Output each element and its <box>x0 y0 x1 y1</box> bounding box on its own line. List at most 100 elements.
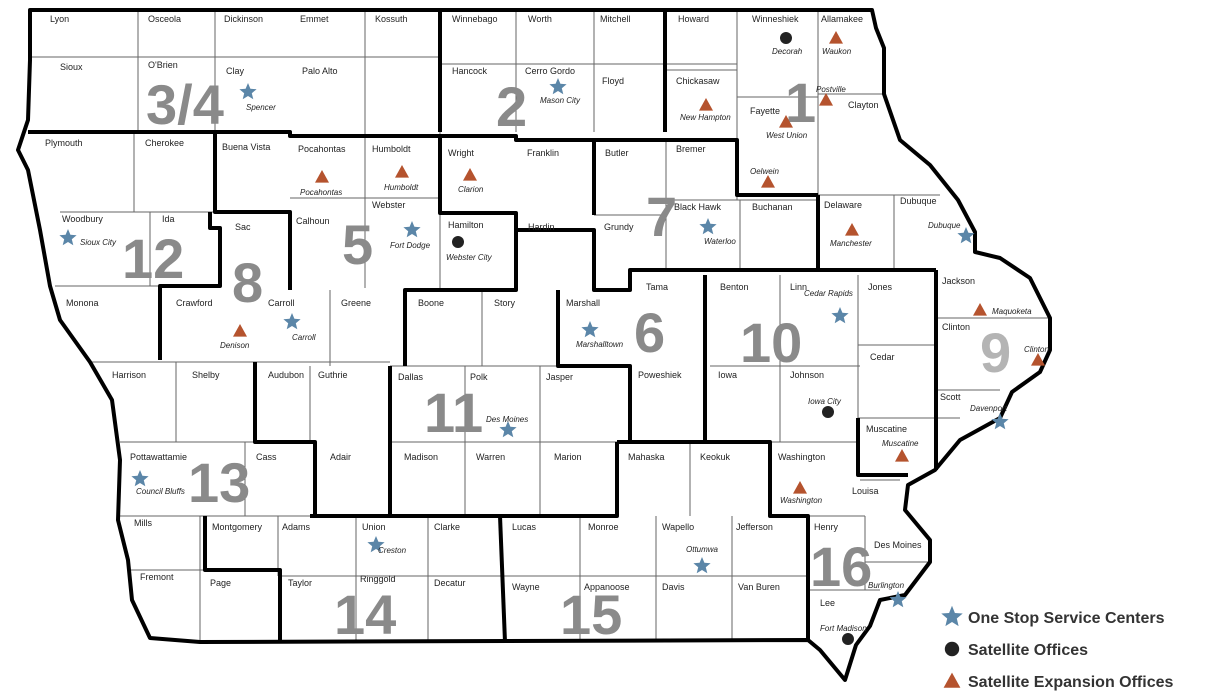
county-label: Louisa <box>852 486 879 496</box>
city-label: Humboldt <box>384 183 419 192</box>
county-label: Lyon <box>50 14 69 24</box>
city-label: Fort Dodge <box>390 241 431 250</box>
triangle-icon <box>943 672 961 688</box>
county-label: Iowa <box>718 370 737 380</box>
county-label: Franklin <box>527 148 559 158</box>
county-label: Hardin <box>528 222 555 232</box>
county-label: Crawford <box>176 298 213 308</box>
county-label: Jackson <box>942 276 975 286</box>
legend-label: Satellite Expansion Offices <box>968 674 1174 691</box>
legend-item: Satellite Offices <box>944 641 1088 659</box>
county-label: Page <box>210 578 231 588</box>
county-label: Pocahontas <box>298 144 346 154</box>
county-label: Palo Alto <box>302 66 338 76</box>
city-label: Marshalltown <box>576 340 624 349</box>
star-icon <box>549 78 567 95</box>
county-label: Dallas <box>398 372 424 382</box>
circle-icon <box>822 406 834 418</box>
county-label: Mitchell <box>600 14 631 24</box>
city-label: Manchester <box>830 239 872 248</box>
city-marker: Creston <box>367 536 407 555</box>
county-label: Monroe <box>588 522 619 532</box>
star-icon <box>699 218 717 235</box>
region-boundaries <box>16 8 1052 682</box>
county-labels: Lyon Osceola Dickinson Emmet Kossuth Win… <box>45 14 975 608</box>
county-label: Fayette <box>750 106 780 116</box>
city-label: West Union <box>766 131 808 140</box>
county-label: Decatur <box>434 578 466 588</box>
star-icon <box>499 421 517 438</box>
city-marker: Humboldt <box>384 165 419 192</box>
city-marker: Manchester <box>830 223 872 248</box>
county-label: Cerro Gordo <box>525 66 575 76</box>
county-label: Tama <box>646 282 668 292</box>
county-label: Des Moines <box>874 540 922 550</box>
star-icon <box>283 313 301 330</box>
city-label: Cedar Rapids <box>804 289 853 298</box>
county-label: Jasper <box>546 372 573 382</box>
county-label: Madison <box>404 452 438 462</box>
county-label: Hancock <box>452 66 488 76</box>
city-label: Fort Madison <box>820 624 867 633</box>
region-number-5: 5 <box>342 213 373 276</box>
county-label: Boone <box>418 298 444 308</box>
city-label: Muscatine <box>882 439 919 448</box>
region-number-7: 7 <box>646 185 677 248</box>
county-label: O'Brien <box>148 60 178 70</box>
triangle-icon <box>463 168 477 181</box>
county-label: Sac <box>235 222 251 232</box>
county-label: Johnson <box>790 370 824 380</box>
county-label: Muscatine <box>866 424 907 434</box>
city-marker: Des Moines <box>486 415 528 438</box>
county-label: Humboldt <box>372 144 411 154</box>
county-label: Emmet <box>300 14 329 24</box>
county-label: Fremont <box>140 572 174 582</box>
city-marker: Postville <box>816 85 846 106</box>
city-marker: Clinton <box>1024 345 1049 366</box>
county-label: Mills <box>134 518 152 528</box>
star-icon <box>403 221 421 238</box>
county-label: Cherokee <box>145 138 184 148</box>
county-label: Webster <box>372 200 405 210</box>
county-label: Union <box>362 522 386 532</box>
city-label: Spencer <box>246 103 276 112</box>
city-label: Ottumwa <box>686 545 719 554</box>
region-number-9: 9 <box>980 321 1011 384</box>
county-label: Kossuth <box>375 14 408 24</box>
city-marker: Pocahontas <box>300 170 342 197</box>
county-label: Mahaska <box>628 452 665 462</box>
city-label: Sioux City <box>80 238 117 247</box>
circle-icon <box>452 236 464 248</box>
triangle-icon <box>761 175 775 188</box>
city-marker: Maquoketa <box>973 303 1032 316</box>
county-label: Linn <box>790 282 807 292</box>
county-label: Wright <box>448 148 474 158</box>
city-label: Waterloo <box>704 237 736 246</box>
star-icon <box>991 413 1009 430</box>
county-label: Carroll <box>268 298 295 308</box>
star-icon <box>941 605 963 627</box>
county-label: Van Buren <box>738 582 780 592</box>
county-label: Wayne <box>512 582 540 592</box>
city-label: Clarion <box>458 185 484 194</box>
county-label: Guthrie <box>318 370 348 380</box>
county-label: Cass <box>256 452 277 462</box>
county-label: Dickinson <box>224 14 263 24</box>
county-label: Hamilton <box>448 220 484 230</box>
city-marker: Waterloo <box>699 218 736 246</box>
region-number-2: 2 <box>496 75 527 138</box>
county-label: Montgomery <box>212 522 263 532</box>
triangle-icon <box>829 31 843 44</box>
county-label: Benton <box>720 282 749 292</box>
city-label: Postville <box>816 85 846 94</box>
region-number-12: 12 <box>122 227 184 290</box>
triangle-icon <box>699 98 713 111</box>
county-label: Ida <box>162 214 175 224</box>
county-label: Jefferson <box>736 522 773 532</box>
county-label: Wapello <box>662 522 694 532</box>
county-label: Allamakee <box>821 14 863 24</box>
county-label: Chickasaw <box>676 76 720 86</box>
city-label: Dubuque <box>928 221 961 230</box>
